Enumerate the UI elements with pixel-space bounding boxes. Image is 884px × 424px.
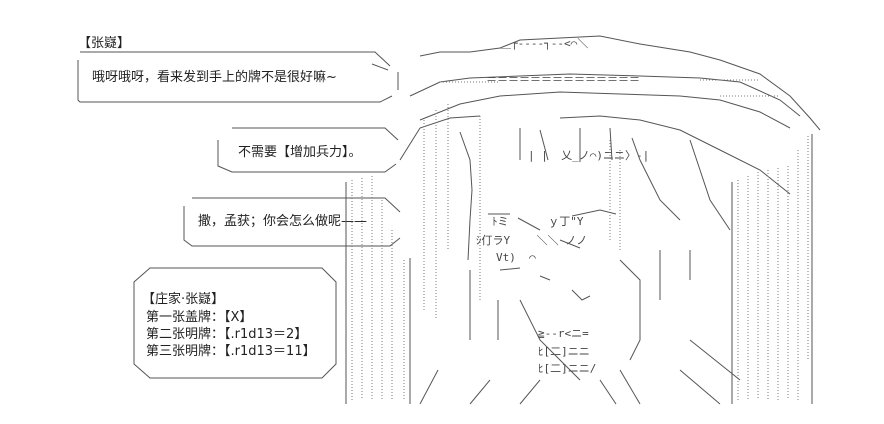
status-line-1: 第一张盖牌：【X】 <box>146 310 253 325</box>
status-line-2: 第二张明牌：【.r1d13＝2】 <box>146 327 308 342</box>
art-face-row-3: ｼ仃ラY ＼＼ ノノ <box>476 234 594 247</box>
art-hand-row-2: ﾋ[二]ニニ <box>538 345 590 358</box>
art-face-row-2: ﾄミ ｙ丁"Y <box>492 215 584 228</box>
speech-bubble-2-text: 不需要【增加兵力】。 <box>238 145 362 160</box>
status-line-3: 第三张明牌：【.r1d13＝11】 <box>146 344 316 359</box>
status-box-title: 【庄家·张嶷】 <box>142 292 225 307</box>
speaker-name: 【张嶷】 <box>78 36 131 51</box>
speech-bubble-1-text: 哦呀哦呀，看来发到手上的牌不是很好嘛~ <box>92 70 337 85</box>
art-face-row-1: | | 乂_ノ⌒)ニニ〉-| <box>528 149 650 162</box>
art-chin-row: Vt) ⌒ <box>496 251 536 264</box>
art-hand-row-3: ﾋ[二]ニニ/ <box>538 362 597 375</box>
speech-bubble-3-text: 撒，孟获；你会怎么做呢—— <box>198 214 368 229</box>
art-hand-row: ≧‐‐r<ニ= <box>538 327 589 340</box>
